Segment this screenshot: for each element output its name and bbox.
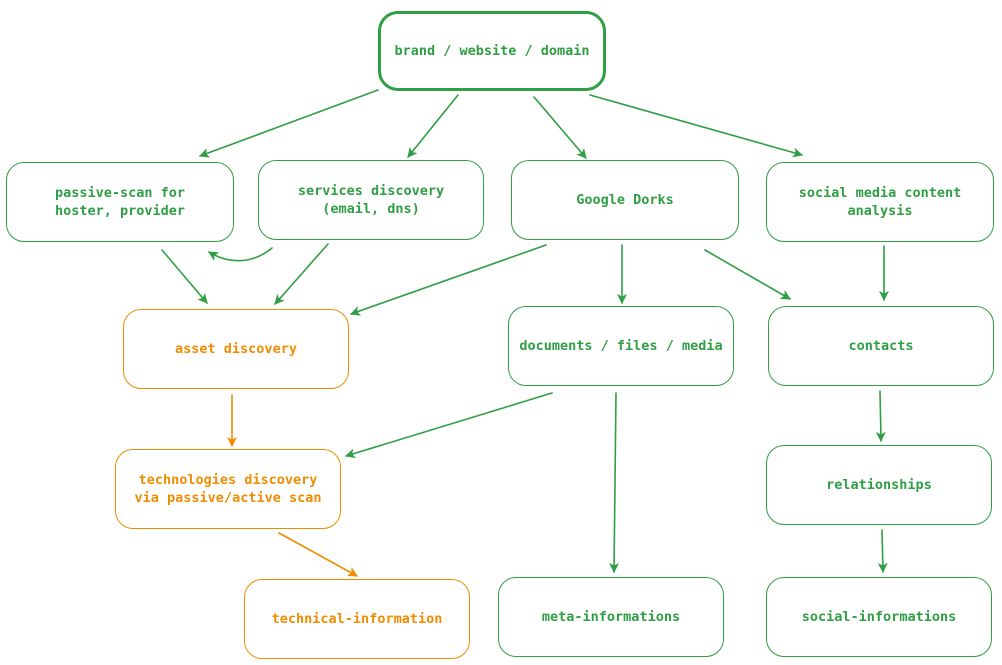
node-technical-information: technical-information: [244, 579, 470, 659]
node-passive-scan: passive-scan for hoster, provider: [6, 162, 234, 242]
node-technologies-discovery: technologies discovery via passive/activ…: [115, 449, 341, 529]
node-relationships: relationships: [766, 445, 992, 525]
node-brand-website-domain: brand / website / domain: [378, 11, 606, 91]
node-label: technologies discovery via passive/activ…: [134, 472, 322, 506]
edge-services-discovery-to-passive-scan: [208, 247, 273, 262]
node-label: technical-information: [271, 611, 443, 627]
edge-documents-to-technologies: [345, 392, 553, 459]
node-label: social-informations: [801, 609, 957, 625]
node-meta-informations: meta-informations: [498, 577, 724, 657]
edge-root-to-google-dorks: [533, 96, 587, 159]
edge-passive-scan-to-asset-discovery: [161, 249, 208, 304]
edge-contacts-to-relationships: [875, 390, 886, 442]
node-label: services discovery (email, dns): [297, 183, 445, 217]
edge-technologies-to-technical-information: [278, 532, 358, 577]
edge-google-dorks-to-contacts: [704, 249, 791, 300]
node-services-discovery: services discovery (email, dns): [258, 160, 484, 240]
edge-relationships-to-social-informations: [877, 529, 888, 573]
node-asset-discovery: asset discovery: [123, 309, 349, 389]
node-social-media-content-analysis: social media content analysis: [766, 162, 994, 242]
node-documents-files-media: documents / files / media: [508, 306, 734, 386]
edge-root-to-services-discovery: [407, 94, 459, 158]
node-label: meta-informations: [541, 609, 681, 625]
edge-root-to-passive-scan: [199, 89, 379, 158]
node-label: contacts: [848, 338, 914, 354]
edge-root-to-social-media: [589, 94, 803, 158]
node-google-dorks: Google Dorks: [511, 160, 739, 240]
node-label: passive-scan for hoster, provider: [54, 185, 186, 219]
node-label: asset discovery: [175, 341, 297, 357]
node-label: brand / website / domain: [394, 43, 590, 59]
edge-services-discovery-to-asset-discovery: [274, 243, 329, 305]
node-label: relationships: [826, 477, 932, 493]
node-social-informations: social-informations: [766, 577, 992, 657]
node-label: documents / files / media: [519, 338, 723, 354]
node-label: Google Dorks: [576, 192, 674, 208]
node-label: social media content analysis: [798, 185, 962, 219]
edge-documents-to-meta-informations: [609, 392, 620, 573]
node-contacts: contacts: [768, 306, 994, 386]
edge-google-dorks-to-asset-discovery: [350, 244, 547, 316]
